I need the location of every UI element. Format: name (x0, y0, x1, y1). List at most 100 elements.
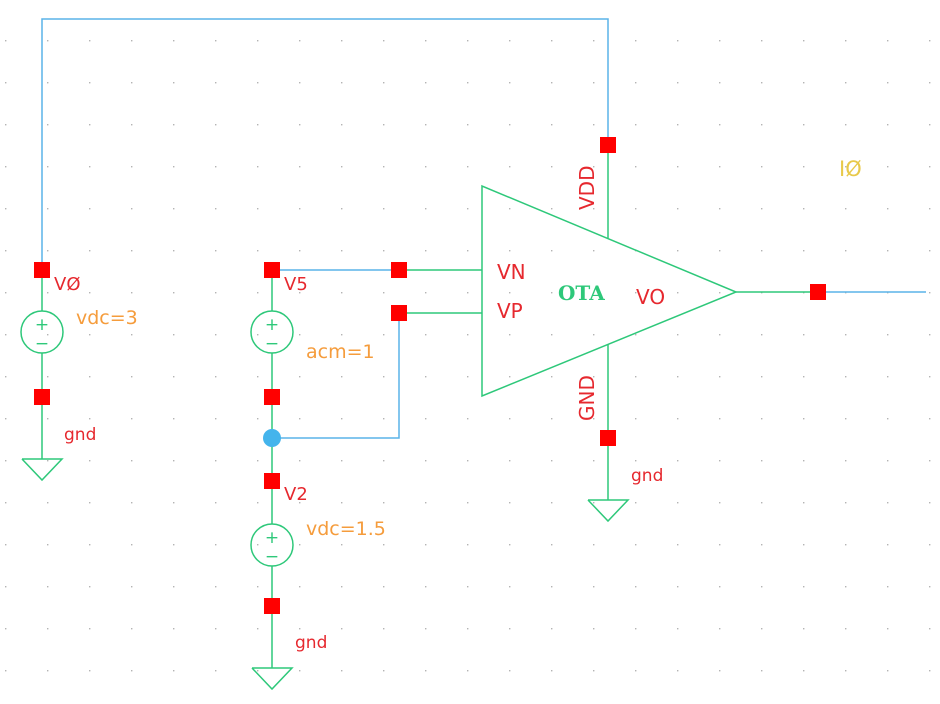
grid-dot (803, 670, 805, 672)
grid-dot (215, 292, 217, 294)
grid-dot (509, 376, 511, 378)
grid-dot (593, 82, 595, 84)
grid-dot (47, 502, 49, 504)
grid-dot (173, 544, 175, 546)
grid-dot (509, 418, 511, 420)
grid-dot (593, 334, 595, 336)
grid-dot (803, 544, 805, 546)
grid-dot (299, 82, 301, 84)
wire-vdd-feedback[interactable] (41, 18, 609, 270)
grid-dot (719, 124, 721, 126)
grid-dot (467, 586, 469, 588)
grid-dot (299, 208, 301, 210)
grid-dot (761, 82, 763, 84)
grid-dot (341, 82, 343, 84)
grid-dot (173, 418, 175, 420)
grid-dot (803, 586, 805, 588)
grid-dot (509, 40, 511, 42)
instance-label: IØ (839, 157, 862, 181)
grid-dot (383, 166, 385, 168)
grid-dot (215, 250, 217, 252)
grid-dot (89, 460, 91, 462)
pin-v0-plus[interactable] (34, 262, 50, 278)
grid-dot (299, 166, 301, 168)
grid-dot (89, 250, 91, 252)
grid-dot (89, 292, 91, 294)
grid-dot (677, 208, 679, 210)
grid-dot (47, 166, 49, 168)
grid-dot (89, 418, 91, 420)
grid-dot (761, 418, 763, 420)
grid-dot (341, 376, 343, 378)
grid-dot (383, 502, 385, 504)
grid-dot (719, 418, 721, 420)
pin-v0-minus[interactable] (34, 389, 50, 405)
grid-dot (383, 418, 385, 420)
pin-v2-plus[interactable] (264, 473, 280, 489)
grid-dot (719, 544, 721, 546)
grid-dot (5, 208, 7, 210)
grid-dot (593, 628, 595, 630)
grid-dot (845, 250, 847, 252)
v5-minus-sign: − (265, 334, 279, 354)
grid-dot (425, 166, 427, 168)
grid-dot (719, 40, 721, 42)
pin-v5-minus[interactable] (264, 389, 280, 405)
junction-dot[interactable] (263, 429, 281, 447)
source-polarity: + − + − + − (35, 315, 279, 567)
pin-ota-vdd[interactable] (600, 137, 616, 153)
grid-dot (509, 250, 511, 252)
ota-triangle[interactable] (481, 184, 738, 398)
grid-dot (509, 586, 511, 588)
grid-dot (5, 670, 7, 672)
pin-ota-vn[interactable] (391, 262, 407, 278)
grid-dot (131, 40, 133, 42)
grid-dot (845, 502, 847, 504)
grid-dot (131, 208, 133, 210)
pin-ota-gnd[interactable] (600, 430, 616, 446)
grid-dot (551, 544, 553, 546)
grid-dot (5, 250, 7, 252)
grid-dot (215, 460, 217, 462)
grid-dot (845, 628, 847, 630)
grid-dot (677, 334, 679, 336)
ota-symbol[interactable] (399, 145, 818, 523)
grid-dot (677, 166, 679, 168)
pin-ota-vo[interactable] (810, 284, 826, 300)
grid-dot (719, 628, 721, 630)
grid-dot (425, 502, 427, 504)
grid-dot (593, 124, 595, 126)
grid-dot (89, 586, 91, 588)
pin-ota-vp[interactable] (391, 305, 407, 321)
source-label-v0: VØ (54, 274, 80, 295)
grid-dot (677, 502, 679, 504)
grid-dot (593, 586, 595, 588)
wire-vp-to-junction[interactable] (272, 313, 400, 439)
grid-dot (425, 586, 427, 588)
grid-dot (845, 460, 847, 462)
grid-dot (89, 82, 91, 84)
pin-v2-minus[interactable] (264, 598, 280, 614)
grid-dot (215, 502, 217, 504)
grid-dot (341, 628, 343, 630)
grid-dot (887, 82, 889, 84)
grid-dot (215, 166, 217, 168)
grid-dot (257, 418, 259, 420)
grid-dot (677, 250, 679, 252)
grid-dot (551, 40, 553, 42)
grid-dot (47, 460, 49, 462)
ota-pin-label-vn: VN (497, 260, 526, 284)
grid-dot (299, 418, 301, 420)
grid-dot (635, 670, 637, 672)
grid-dot (5, 376, 7, 378)
pin-v5-plus[interactable] (264, 262, 280, 278)
grid-dot (929, 40, 931, 42)
grid-dot (887, 670, 889, 672)
grid-dot (425, 124, 427, 126)
grid-dot (5, 544, 7, 546)
grid-dot (425, 208, 427, 210)
grid-dot (887, 502, 889, 504)
grid-dot (47, 208, 49, 210)
grid-dot (215, 208, 217, 210)
grid-dot (383, 40, 385, 42)
